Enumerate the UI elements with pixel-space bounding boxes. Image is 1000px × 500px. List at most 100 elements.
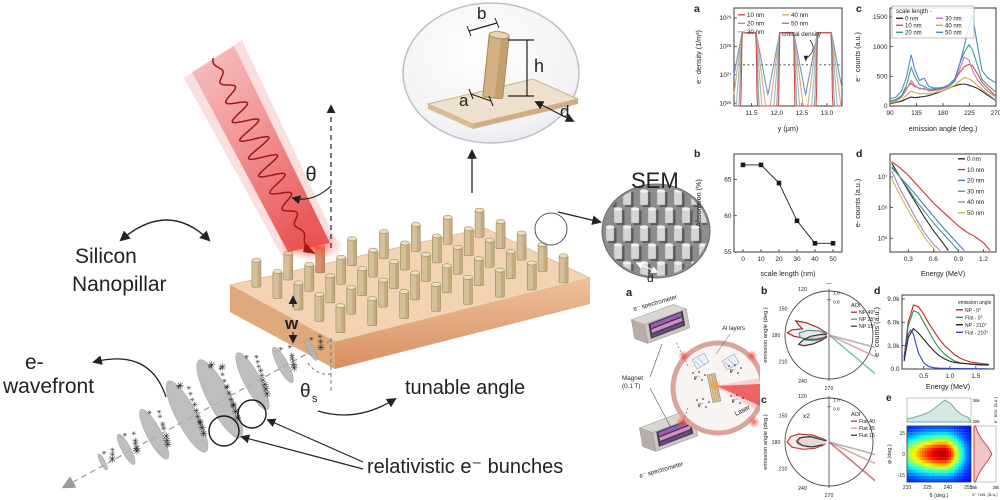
al-layers-label: Al layers [722, 326, 745, 332]
theta-arc [291, 185, 332, 205]
svg-text:0.3: 0.3 [904, 256, 913, 263]
laser-pulse-wave [212, 57, 310, 248]
dim-a-line [468, 88, 494, 107]
dim-b-line [468, 22, 498, 32]
svg-text:Flat - 210°: Flat - 210° [965, 331, 988, 337]
svg-text:y (μm): y (μm) [778, 124, 799, 133]
svg-text:✳: ✳ [218, 365, 223, 372]
svg-text:50 nm: 50 nm [967, 210, 984, 217]
electron-label: e⁻ [730, 368, 736, 374]
svg-text:e⁻ density (1/m³): e⁻ density (1/m³) [694, 30, 703, 84]
svg-text:NP - 210°: NP - 210° [965, 323, 987, 329]
svg-text:✳: ✳ [188, 391, 193, 398]
silicon-label-line1: Silicon [75, 245, 137, 268]
svg-text:NP 25°: NP 25° [859, 317, 875, 323]
svg-text:✳: ✳ [228, 395, 235, 404]
panel-letter: a [626, 287, 633, 299]
svg-text:✳: ✳ [254, 354, 259, 361]
svg-text:✳: ✳ [290, 363, 298, 374]
svg-text:Flat 15°: Flat 15° [859, 433, 875, 439]
tunable-angle-label: tunable angle [405, 377, 525, 399]
svg-text:emission angle (deg.): emission angle (deg.) [763, 307, 769, 362]
svg-text:emission angle (deg.): emission angle (deg.) [909, 124, 978, 133]
svg-text:30: 30 [793, 256, 801, 263]
tunable-angle-arrow [317, 397, 397, 416]
svg-text:✳: ✳ [207, 361, 215, 372]
e-wavefront-label-line2: wavefront [2, 375, 94, 398]
svg-text:b: b [694, 148, 700, 160]
svg-text:0.5: 0.5 [919, 373, 928, 380]
svg-text:30 nm: 30 nm [967, 188, 984, 195]
svg-text:40 nm: 40 nm [945, 24, 962, 30]
svg-text:240: 240 [798, 379, 807, 385]
bunch-circle-2 [208, 415, 240, 447]
svg-text:20: 20 [775, 256, 783, 263]
svg-text:10⁵: 10⁵ [878, 235, 888, 242]
svg-text:✳: ✳ [109, 450, 116, 459]
theta-label: θ [305, 164, 316, 186]
svg-text:13.0: 13.0 [821, 110, 834, 117]
svg-text:e: e [886, 393, 892, 404]
svg-text:✳: ✳ [317, 343, 325, 354]
svg-text:✳: ✳ [162, 432, 170, 443]
svg-text:255: 255 [964, 485, 973, 491]
svg-text:✳: ✳ [230, 402, 237, 411]
svg-text:12.5: 12.5 [795, 110, 808, 117]
svg-text:270: 270 [991, 110, 1000, 117]
svg-text:✳: ✳ [278, 346, 283, 353]
svg-text:d: d [874, 285, 880, 297]
svg-text:✳: ✳ [226, 389, 233, 398]
svg-text:0: 0 [741, 256, 745, 263]
electron-label: e⁻ [694, 375, 700, 381]
svg-text:✳: ✳ [163, 436, 171, 447]
svg-text:✳: ✳ [256, 364, 261, 371]
magnifier-circle [534, 212, 568, 246]
svg-text:e⁻ counts (a.u.): e⁻ counts (a.u.) [853, 32, 862, 82]
svg-text:0.9: 0.9 [954, 256, 963, 263]
svg-text:Energy (MeV): Energy (MeV) [926, 382, 970, 391]
svg-text:a: a [694, 3, 700, 15]
svg-text:10 nm: 10 nm [967, 167, 984, 174]
dim-d-arrow [534, 101, 575, 122]
svg-text:✳: ✳ [289, 352, 296, 361]
svg-text:50 nm: 50 nm [945, 31, 962, 37]
target-hit-glow [709, 379, 721, 391]
svg-text:20 nm: 20 nm [905, 31, 922, 37]
svg-text:✳: ✳ [190, 397, 195, 404]
svg-text:1.0: 1.0 [945, 373, 954, 380]
sem-title: SEM [631, 168, 679, 193]
svg-text:✳: ✳ [222, 378, 227, 385]
svg-text:✳: ✳ [218, 362, 226, 373]
svg-text:Absorption (%): Absorption (%) [694, 179, 703, 227]
svg-text:✳: ✳ [110, 447, 115, 454]
spectrometer-bottom-label: e⁻ spectrometer [639, 461, 685, 480]
electron-label: e⁻ [698, 402, 704, 408]
svg-text:✳: ✳ [131, 430, 136, 437]
silicon-label-line2: Nanopillar [72, 273, 167, 296]
svg-text:15: 15 [899, 431, 905, 437]
svg-text:40 nm: 40 nm [967, 199, 984, 206]
svg-text:270: 270 [825, 493, 834, 499]
svg-text:x2: x2 [803, 413, 810, 420]
svg-text:20 nm: 20 nm [747, 21, 764, 28]
svg-text:10²⁹: 10²⁹ [719, 15, 731, 22]
svg-text:✳: ✳ [132, 439, 139, 448]
svg-text:90: 90 [826, 392, 832, 393]
svg-text:3.0k: 3.0k [887, 343, 900, 350]
svg-text:36k: 36k [973, 398, 981, 403]
svg-text:0.6: 0.6 [929, 256, 938, 263]
svg-text:b: b [761, 285, 767, 297]
svg-text:55: 55 [724, 249, 732, 256]
svg-text:30 nm: 30 nm [945, 17, 962, 23]
glow-dot [746, 350, 758, 362]
svg-text:1.0: 1.0 [833, 398, 840, 404]
svg-text:50 nm: 50 nm [791, 21, 808, 28]
svg-text:✳: ✳ [231, 407, 239, 418]
silicon-label-arrow [119, 219, 211, 242]
svg-text:225: 225 [964, 110, 975, 117]
svg-text:d: d [856, 148, 862, 160]
